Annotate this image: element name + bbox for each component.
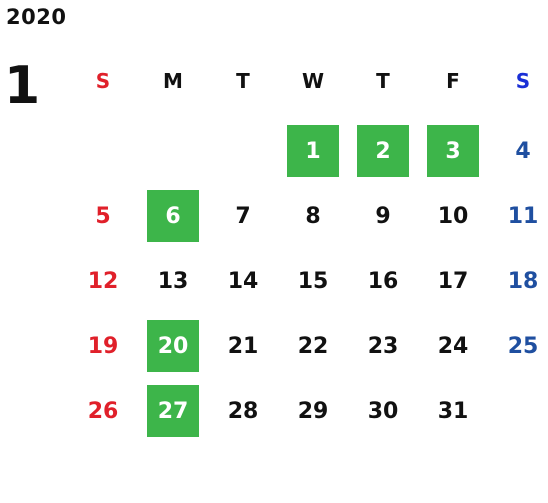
day-cell-empty bbox=[497, 385, 548, 437]
weekday-header-fri: F bbox=[446, 69, 460, 93]
day-cell[interactable]: 15 bbox=[297, 268, 329, 294]
day-cell[interactable]: 16 bbox=[367, 268, 399, 294]
day-cell[interactable]: 14 bbox=[227, 268, 259, 294]
day-cell-empty bbox=[217, 125, 269, 177]
year-label: 2020 bbox=[6, 5, 67, 29]
day-cell-saturday[interactable]: 4 bbox=[515, 138, 531, 164]
day-cell[interactable]: 7 bbox=[235, 203, 251, 229]
day-cell[interactable]: 29 bbox=[297, 398, 329, 424]
day-cell[interactable]: 10 bbox=[437, 203, 469, 229]
day-cell-empty bbox=[77, 125, 129, 177]
day-cell-empty bbox=[147, 125, 199, 177]
day-cell-sunday[interactable]: 19 bbox=[87, 333, 119, 359]
month-label: 1 bbox=[4, 56, 41, 116]
day-cell-sunday[interactable]: 26 bbox=[87, 398, 119, 424]
weekday-header-thu: T bbox=[376, 69, 390, 93]
day-cell[interactable]: 22 bbox=[297, 333, 329, 359]
day-cell[interactable]: 31 bbox=[437, 398, 469, 424]
weekday-header-mon: M bbox=[163, 69, 183, 93]
day-cell[interactable]: 9 bbox=[375, 203, 391, 229]
day-cell[interactable]: 23 bbox=[367, 333, 399, 359]
day-cell[interactable]: 21 bbox=[227, 333, 259, 359]
day-cell[interactable]: 28 bbox=[227, 398, 259, 424]
day-cell-sunday[interactable]: 5 bbox=[95, 203, 111, 229]
day-cell-saturday[interactable]: 18 bbox=[507, 268, 539, 294]
day-cell-highlighted[interactable]: 2 bbox=[357, 125, 409, 177]
day-cell[interactable]: 24 bbox=[437, 333, 469, 359]
day-cell-saturday[interactable]: 11 bbox=[507, 203, 539, 229]
weekday-header-wed: W bbox=[301, 69, 325, 93]
day-cell-highlighted[interactable]: 20 bbox=[147, 320, 199, 372]
day-cell-highlighted[interactable]: 3 bbox=[427, 125, 479, 177]
weekday-header-sun: S bbox=[95, 69, 111, 93]
day-cell[interactable]: 8 bbox=[305, 203, 321, 229]
day-cell-highlighted[interactable]: 27 bbox=[147, 385, 199, 437]
day-cell-highlighted[interactable]: 6 bbox=[147, 190, 199, 242]
day-cell-saturday[interactable]: 25 bbox=[507, 333, 539, 359]
weekday-header-sat: S bbox=[515, 69, 531, 93]
day-cell-highlighted[interactable]: 1 bbox=[287, 125, 339, 177]
day-cell[interactable]: 30 bbox=[367, 398, 399, 424]
day-cell[interactable]: 17 bbox=[437, 268, 469, 294]
day-cell-sunday[interactable]: 12 bbox=[87, 268, 119, 294]
weekday-header-tue: T bbox=[236, 69, 250, 93]
day-cell[interactable]: 13 bbox=[157, 268, 189, 294]
